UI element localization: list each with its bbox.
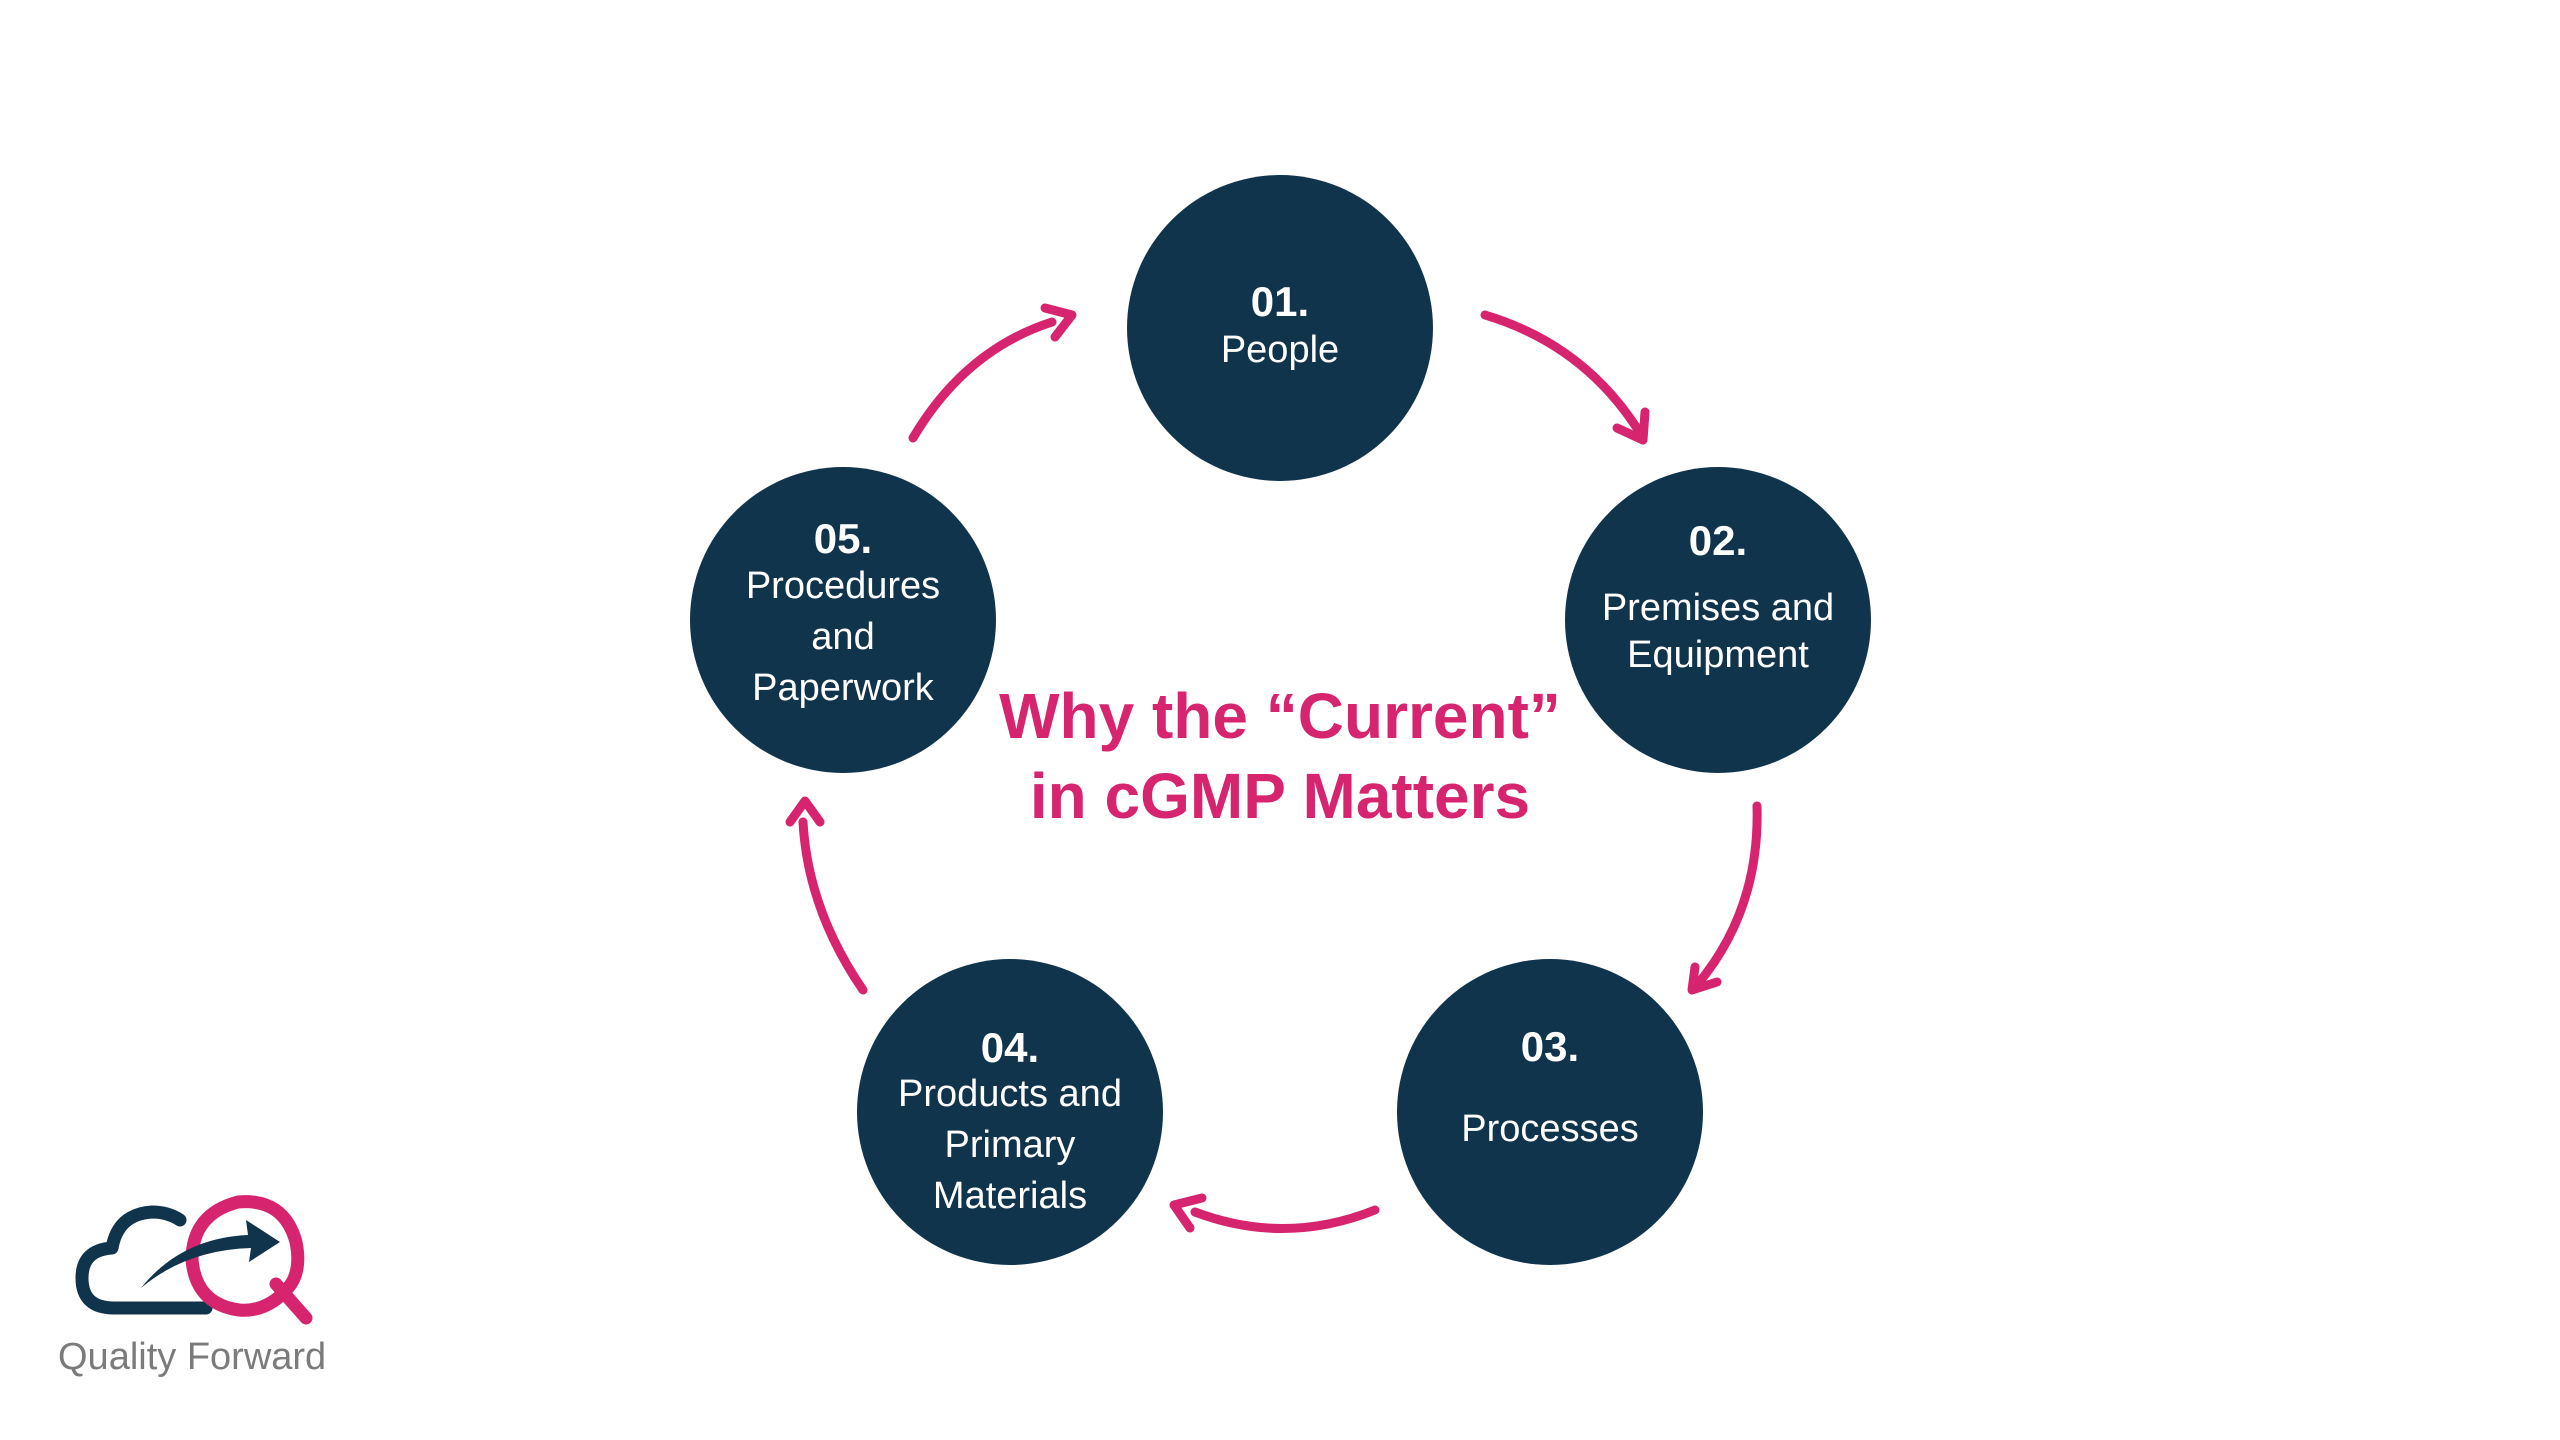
arrow-01-to-02 <box>1480 310 1650 445</box>
arrow-02-to-03-shaft <box>1692 801 1762 990</box>
cycle-node-processes: 03. Processes <box>1397 959 1703 1265</box>
diagram-title: Why the “Current” in cGMP Matters <box>999 680 1561 832</box>
arrow-03-to-04-head-icon <box>1169 1193 1207 1233</box>
logo-forward-arrow <box>141 1220 280 1288</box>
node-number: 05. <box>813 515 873 562</box>
arrow-03-to-04 <box>1169 1193 1380 1233</box>
node-label: Processes <box>1461 1108 1639 1150</box>
node-label: People <box>1220 329 1340 371</box>
arrow-05-to-01-head-icon <box>1040 303 1077 342</box>
cycle-node-premises-equipment: 02. Premises and Equipment <box>1565 467 1871 773</box>
node-number: 02. <box>1688 517 1748 564</box>
arrow-01-to-02-head-icon <box>1612 407 1650 445</box>
node-label: Products and Primary Materials <box>898 1073 1122 1217</box>
arrow-02-to-03-head-icon <box>1687 962 1722 995</box>
arrow-01-to-02-shaft <box>1480 310 1645 438</box>
arrow-04-to-05-shaft <box>798 817 868 995</box>
node-number: 01. <box>1250 278 1310 325</box>
cycle-node-procedures-paperwork: 05. Procedures and Paperwork <box>690 467 996 773</box>
node-number: 04. <box>980 1024 1040 1071</box>
logo-q-tail <box>269 1277 313 1325</box>
logo-cloud-shape <box>75 1205 213 1315</box>
cycle-node-products-materials: 04. Products and Primary Materials <box>857 959 1163 1265</box>
logo-wordmark: Quality Forward <box>58 1336 327 1378</box>
arrow-04-to-05 <box>785 796 868 995</box>
cycle-node-people: 01. People <box>1127 175 1433 481</box>
node-label: Procedures and Paperwork <box>745 565 941 709</box>
logo-q-ring <box>185 1195 305 1317</box>
node-number: 03. <box>1520 1023 1580 1070</box>
arrow-04-to-05-head-icon <box>785 796 825 827</box>
arrow-03-to-04-shaft <box>1190 1205 1380 1233</box>
arrow-05-to-01 <box>908 303 1077 443</box>
node-label: Premises and Equipment <box>1601 587 1835 676</box>
arrow-05-to-01-shaft <box>908 317 1057 443</box>
quality-forward-logo-icon <box>75 1195 313 1325</box>
arrow-02-to-03 <box>1687 801 1762 995</box>
